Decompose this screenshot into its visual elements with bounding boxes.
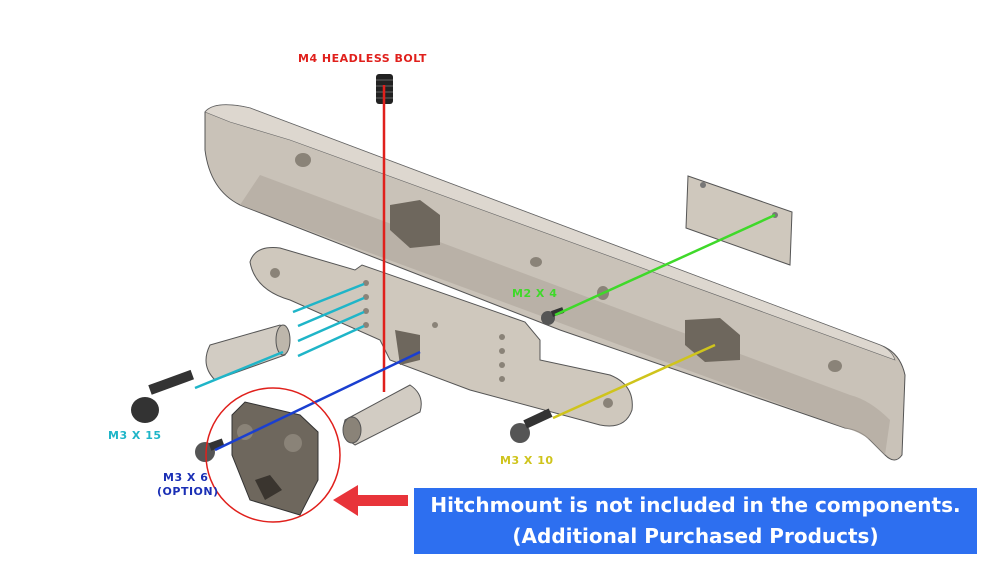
arrow-left-icon bbox=[333, 485, 408, 516]
cyan-guide-lines bbox=[194, 282, 365, 390]
hitchmount-highlight-circle bbox=[205, 387, 341, 523]
note-line-1: Hitchmount is not included in the compon… bbox=[430, 493, 961, 517]
yellow-guide-line bbox=[552, 343, 716, 420]
label-m3x6: M3 X 6 bbox=[163, 471, 209, 484]
note-line-2: (Additional Purchased Products) bbox=[512, 524, 879, 548]
hitchmount-note-banner: Hitchmount is not included in the compon… bbox=[414, 488, 977, 554]
screw-m3x15 bbox=[131, 369, 194, 423]
label-m3x10: M3 X 10 bbox=[500, 454, 554, 467]
bumper-part bbox=[204, 104, 906, 461]
label-m3x6-option: (OPTION) bbox=[157, 485, 219, 498]
hitchmount-part bbox=[231, 401, 319, 516]
blue-guide-line bbox=[214, 350, 421, 452]
label-m2x4: M2 X 4 bbox=[512, 287, 558, 300]
label-headless-bolt: M4 HEADLESS BOLT bbox=[298, 52, 427, 65]
spacer-left bbox=[205, 324, 291, 381]
screw-m3x10 bbox=[510, 408, 553, 443]
spacer-right bbox=[342, 384, 422, 446]
screw-m2x4 bbox=[541, 307, 565, 325]
green-guide-line bbox=[554, 213, 776, 317]
cover-plate-part bbox=[685, 175, 793, 266]
screw-m3x6 bbox=[195, 438, 225, 462]
label-m3x15: M3 X 15 bbox=[108, 429, 162, 442]
